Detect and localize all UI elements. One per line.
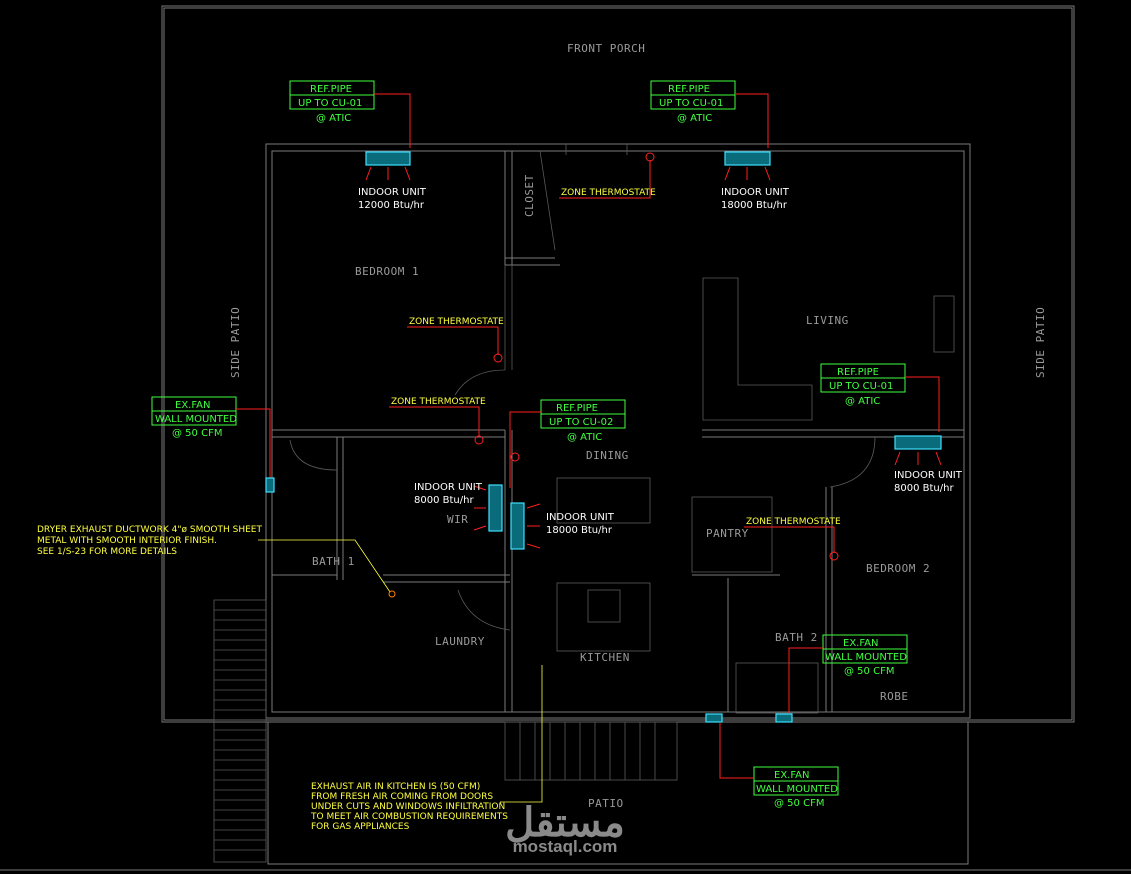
indoor-unit: INDOOR UNIT 18000 Btu/hr (721, 151, 790, 211)
svg-text:8000 Btu/hr: 8000 Btu/hr (414, 495, 474, 506)
ref-pipe-callout: REF.PIPE UP TO CU-02 @ ATIC (509, 399, 626, 488)
ex-fan-callout: EX.FAN WALL MOUNTED @ 50 CFM (151, 396, 275, 493)
stairs-bottom (504, 721, 678, 781)
svg-text:UP TO CU-02: UP TO CU-02 (549, 417, 613, 428)
label-bedroom2: BEDROOM 2 (866, 562, 930, 575)
label-wir: WIR (447, 513, 468, 526)
svg-text:WALL MOUNTED: WALL MOUNTED (825, 652, 907, 663)
svg-text:INDOOR UNIT: INDOOR UNIT (358, 187, 427, 198)
svg-text:FOR GAS APPLIANCES: FOR GAS APPLIANCES (311, 822, 410, 832)
svg-text:REF.PIPE: REF.PIPE (310, 84, 352, 95)
svg-text:8000 Btu/hr: 8000 Btu/hr (894, 483, 954, 494)
label-patio: PATIO (588, 797, 624, 810)
svg-text:REF.PIPE: REF.PIPE (837, 367, 879, 378)
ref-pipe-callout: REF.PIPE UP TO CU-01 @ ATIC (289, 80, 411, 148)
watermark-latin: mostaql.com (513, 837, 618, 856)
svg-text:UP TO CU-01: UP TO CU-01 (829, 381, 893, 392)
svg-text:@ ATIC: @ ATIC (677, 113, 712, 124)
room-labels: FRONT PORCH BEDROOM 1 CLOSET LIVING SIDE… (229, 42, 1047, 810)
svg-text:EX.FAN: EX.FAN (774, 770, 810, 781)
site-outline (0, 5, 1131, 871)
svg-text:INDOOR UNIT: INDOOR UNIT (721, 187, 790, 198)
svg-text:FROM FRESH AIR COMING FROM DOO: FROM FRESH AIR COMING FROM DOORS (311, 792, 493, 802)
kitchen-exhaust-note: EXHAUST AIR IN KITCHEN IS (50 CFM) FROM … (310, 665, 543, 832)
svg-text:@ ATIC: @ ATIC (845, 396, 880, 407)
svg-text:ZONE THERMOSTATE: ZONE THERMOSTATE (746, 517, 841, 527)
svg-text:WALL MOUNTED: WALL MOUNTED (155, 414, 237, 425)
label-front-porch: FRONT PORCH (567, 42, 645, 55)
ex-fan-callout: EX.FAN WALL MOUNTED @ 50 CFM (775, 634, 908, 723)
indoor-unit: INDOOR UNIT 8000 Btu/hr (414, 482, 503, 532)
svg-text:REF.PIPE: REF.PIPE (668, 84, 710, 95)
svg-text:@ ATIC: @ ATIC (567, 432, 602, 443)
label-side-patio-left: SIDE PATIO (229, 307, 242, 378)
indoor-unit: INDOOR UNIT 18000 Btu/hr (510, 502, 615, 550)
svg-text:INDOOR UNIT: INDOOR UNIT (414, 482, 483, 493)
label-closet: CLOSET (523, 174, 536, 217)
svg-text:@ ATIC: @ ATIC (316, 113, 351, 124)
ref-pipe-callout: REF.PIPE UP TO CU-01 @ ATIC (820, 363, 940, 432)
label-kitchen: KITCHEN (580, 651, 630, 664)
svg-text:ZONE THERMOSTATE: ZONE THERMOSTATE (561, 188, 656, 198)
svg-text:18000 Btu/hr: 18000 Btu/hr (721, 200, 788, 211)
svg-text:18000 Btu/hr: 18000 Btu/hr (546, 525, 613, 536)
svg-text:INDOOR UNIT: INDOOR UNIT (894, 470, 963, 481)
svg-text:EXHAUST AIR IN KITCHEN IS (50: EXHAUST AIR IN KITCHEN IS (50 CFM) (311, 782, 480, 792)
house-walls (213, 143, 971, 863)
svg-text:UP TO CU-01: UP TO CU-01 (298, 98, 362, 109)
svg-text:DRYER EXHAUST DUCTWORK 4"ø SMO: DRYER EXHAUST DUCTWORK 4"ø SMOOTH SHEET (37, 525, 262, 535)
svg-text:INDOOR UNIT: INDOOR UNIT (546, 512, 615, 523)
label-pantry: PANTRY (706, 527, 749, 540)
label-bath2: BATH 2 (775, 631, 818, 644)
label-living: LIVING (806, 314, 849, 327)
ex-fan-callout: EX.FAN WALL MOUNTED @ 50 CFM (705, 713, 839, 809)
svg-text:12000 Btu/hr: 12000 Btu/hr (358, 200, 425, 211)
svg-text:@ 50 CFM: @ 50 CFM (774, 798, 824, 809)
mostaql-watermark: مستقل mostaql.com (505, 801, 625, 856)
watermark-arabic: مستقل (505, 801, 625, 845)
zone-thermostat: ZONE THERMOSTATE (744, 517, 841, 561)
indoor-unit: INDOOR UNIT 12000 Btu/hr (358, 151, 427, 211)
zone-thermostat: ZONE THERMOSTATE (407, 317, 504, 363)
label-robe: ROBE (880, 690, 909, 703)
dryer-note: DRYER EXHAUST DUCTWORK 4"ø SMOOTH SHEET … (37, 525, 396, 598)
svg-text:EX.FAN: EX.FAN (843, 638, 879, 649)
svg-text:WALL MOUNTED: WALL MOUNTED (756, 784, 838, 795)
ref-pipe-callout: REF.PIPE UP TO CU-01 @ ATIC (650, 80, 769, 148)
svg-text:ZONE THERMOSTATE: ZONE THERMOSTATE (391, 397, 486, 407)
label-bath1: BATH 1 (312, 555, 355, 568)
svg-text:ZONE THERMOSTATE: ZONE THERMOSTATE (409, 317, 504, 327)
svg-text:@ 50 CFM: @ 50 CFM (172, 428, 222, 439)
svg-text:METAL WITH SMOOTH INTERIOR FIN: METAL WITH SMOOTH INTERIOR FINISH. (37, 536, 217, 546)
label-dining: DINING (586, 449, 629, 462)
label-laundry: LAUNDRY (435, 635, 485, 648)
svg-text:SEE 1/S-23 FOR MORE DETAILS: SEE 1/S-23 FOR MORE DETAILS (37, 547, 177, 557)
label-bedroom1: BEDROOM 1 (355, 265, 419, 278)
svg-text:EX.FAN: EX.FAN (175, 400, 211, 411)
svg-text:UNDER CUTS AND WINDOWS INFILTR: UNDER CUTS AND WINDOWS INFILTRATION (311, 802, 505, 812)
svg-text:UP TO CU-01: UP TO CU-01 (659, 98, 723, 109)
zone-thermostat: ZONE THERMOSTATE (559, 152, 656, 199)
indoor-unit: INDOOR UNIT 8000 Btu/hr (894, 435, 963, 494)
svg-text:@ 50 CFM: @ 50 CFM (844, 666, 894, 677)
label-side-patio-right: SIDE PATIO (1034, 307, 1047, 378)
stairs-left (213, 599, 267, 863)
zone-thermostat: ZONE THERMOSTATE (389, 397, 520, 462)
svg-text:REF.PIPE: REF.PIPE (556, 403, 598, 414)
svg-text:TO MEET AIR COMBUSTION REQUIRE: TO MEET AIR COMBUSTION REQUIREMENTS (310, 812, 508, 822)
